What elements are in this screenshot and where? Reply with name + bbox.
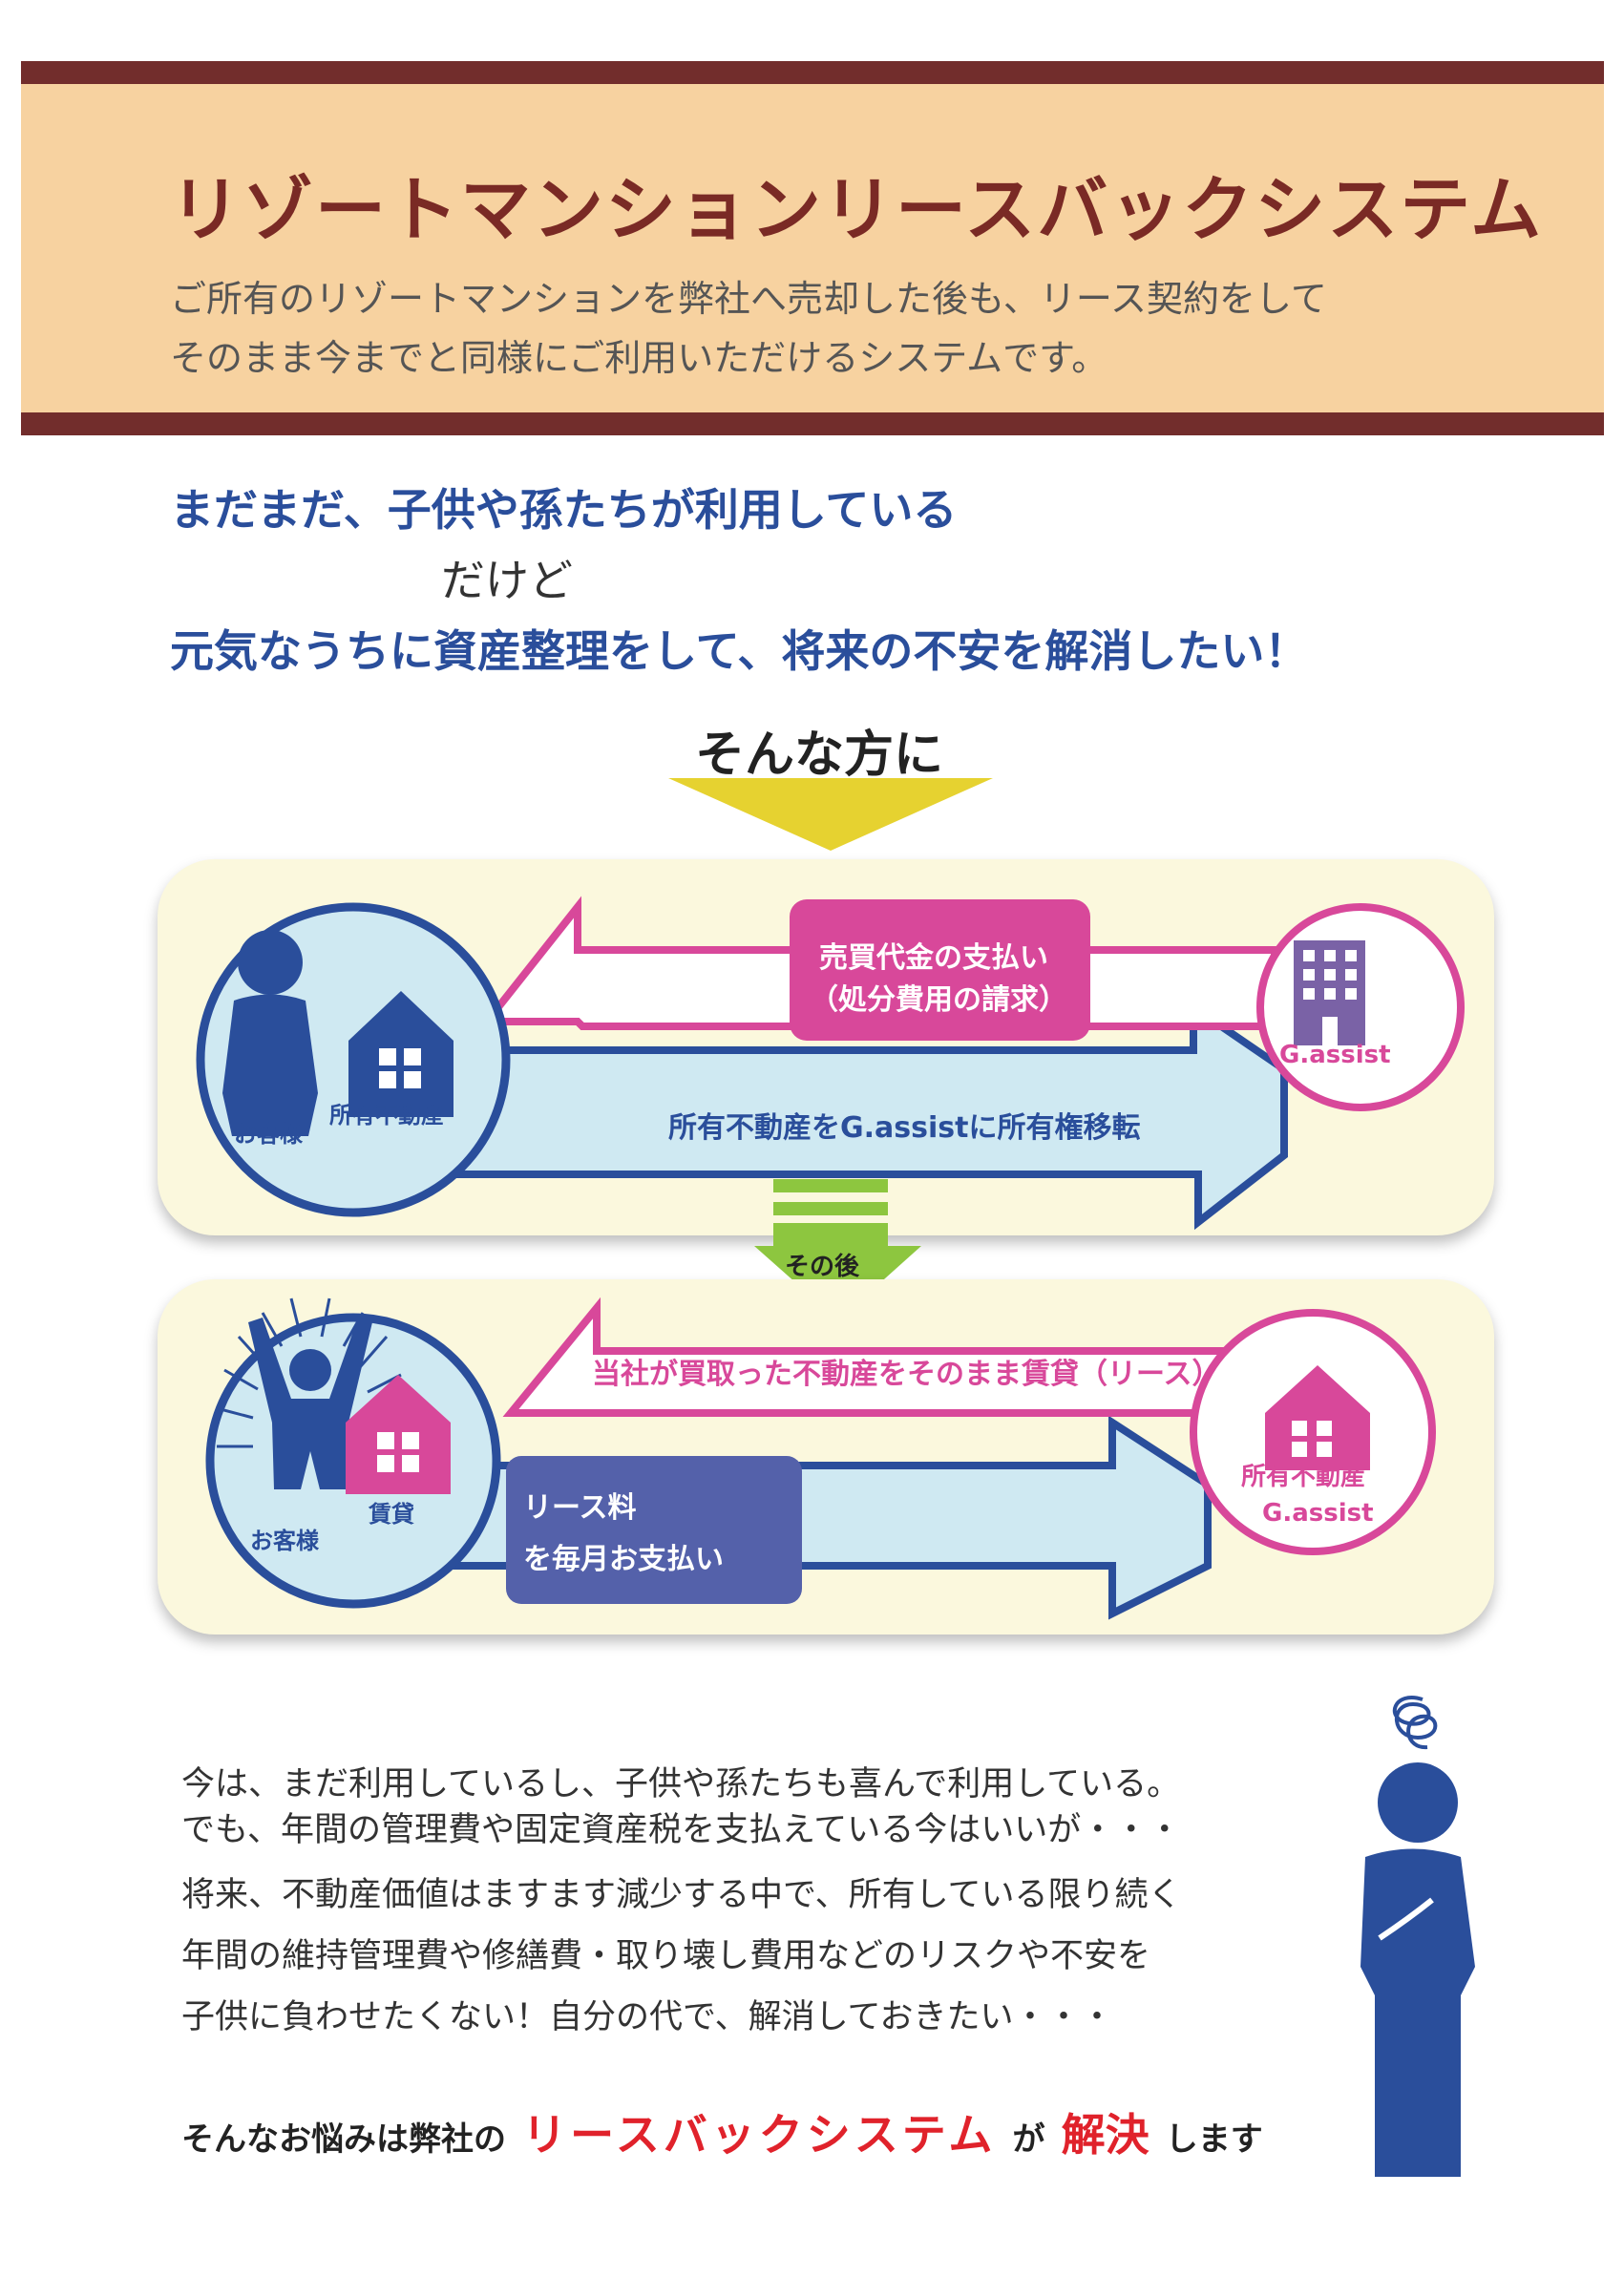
company-label: G.assist: [1279, 1041, 1391, 1069]
customer-label-2: お客様: [250, 1528, 319, 1554]
lease-label: 当社が買取った不動産をそのまま賃貸（リース）: [592, 1358, 1221, 1391]
lease-fee-label-2: を毎月お支払い: [523, 1543, 724, 1576]
sonna-label: そんな方に: [695, 727, 944, 784]
property-label-2: 所有不動産: [1241, 1463, 1366, 1491]
lease-fee-label-1: リース料: [523, 1491, 637, 1525]
header-top-bar: [21, 61, 1604, 84]
house-icon: [348, 991, 453, 1117]
person-happy-icon: [248, 1318, 372, 1489]
body-line-2: でも、年間の管理費や固定資産税を支払えている今はいいが・・・: [181, 1811, 1182, 1849]
question-line-1: まだまだ、子供や孫たちが利用している: [170, 484, 958, 536]
customer-label: お客様: [234, 1121, 303, 1148]
payment-box: [790, 899, 1090, 1041]
payment-label-1: 売買代金の支払い: [819, 941, 1048, 975]
body-line-5: 子供に負わせたくない！自分の代で、解消しておきたい・・・: [181, 1998, 1114, 2036]
body-line-1: 今は、まだ利用しているし、子供や孫たちも喜んで利用している。: [181, 1765, 1181, 1803]
question-line-3: 元気なうちに資産整理をして、将来の不安を解消したい！: [170, 625, 1309, 677]
question-line-2: だけど: [441, 555, 573, 606]
closing-part-3: が: [1012, 2120, 1045, 2159]
transfer-label: 所有不動産をG.assistに所有権移転: [668, 1111, 1141, 1145]
body-line-4: 年間の維持管理費や修繕費・取り壊し費用などのリスクや不安を: [181, 1937, 1151, 1975]
building-icon: [1294, 940, 1365, 1045]
closing-part-1: そんなお悩みは弊社の: [181, 2120, 506, 2159]
header-bottom-bar: [21, 412, 1604, 435]
intro-line-1: ご所有のリゾートマンションを弊社へ売却した後も、リース契約をして: [170, 278, 1327, 320]
flow-diagram-2: [205, 1297, 1436, 1620]
payment-label-2: （処分費用の請求）: [810, 983, 1067, 1017]
flow-diagram-1: [196, 896, 1465, 1231]
person-thinking-icon: [222, 930, 318, 1136]
after-label: その後: [785, 1253, 860, 1281]
closing-line: そんなお悩みは弊社の リースバックシステム が 解決 します: [181, 2100, 1263, 2163]
house-icon-3: [1265, 1365, 1370, 1470]
person-thinking-icon-2: [1360, 1762, 1475, 2177]
down-arrow-icon: [668, 778, 993, 851]
header-background: [21, 84, 1604, 412]
rental-label: 賃貸: [369, 1501, 414, 1528]
scribble-worry-icon: [1392, 1696, 1438, 1750]
property-label: 所有不動産: [329, 1102, 444, 1128]
transfer-arrow: [440, 1000, 1288, 1231]
intro-line-2: そのまま今までと同様にご利用いただけるシステムです。: [170, 337, 1108, 379]
page-title: リゾートマンションリースバックシステム: [170, 169, 1544, 251]
closing-part-4: 解決: [1061, 2109, 1149, 2161]
closing-part-2: リースバックシステム: [522, 2109, 997, 2161]
worried-person-figure: [1360, 1696, 1475, 2177]
house-icon-2: [346, 1375, 451, 1494]
lease-fee-box: [506, 1456, 802, 1604]
body-line-3: 将来、不動産価値はますます減少する中で、所有している限り続く: [181, 1876, 1182, 1914]
company-label-2: G.assist: [1262, 1499, 1374, 1528]
closing-part-5: します: [1165, 2120, 1263, 2159]
